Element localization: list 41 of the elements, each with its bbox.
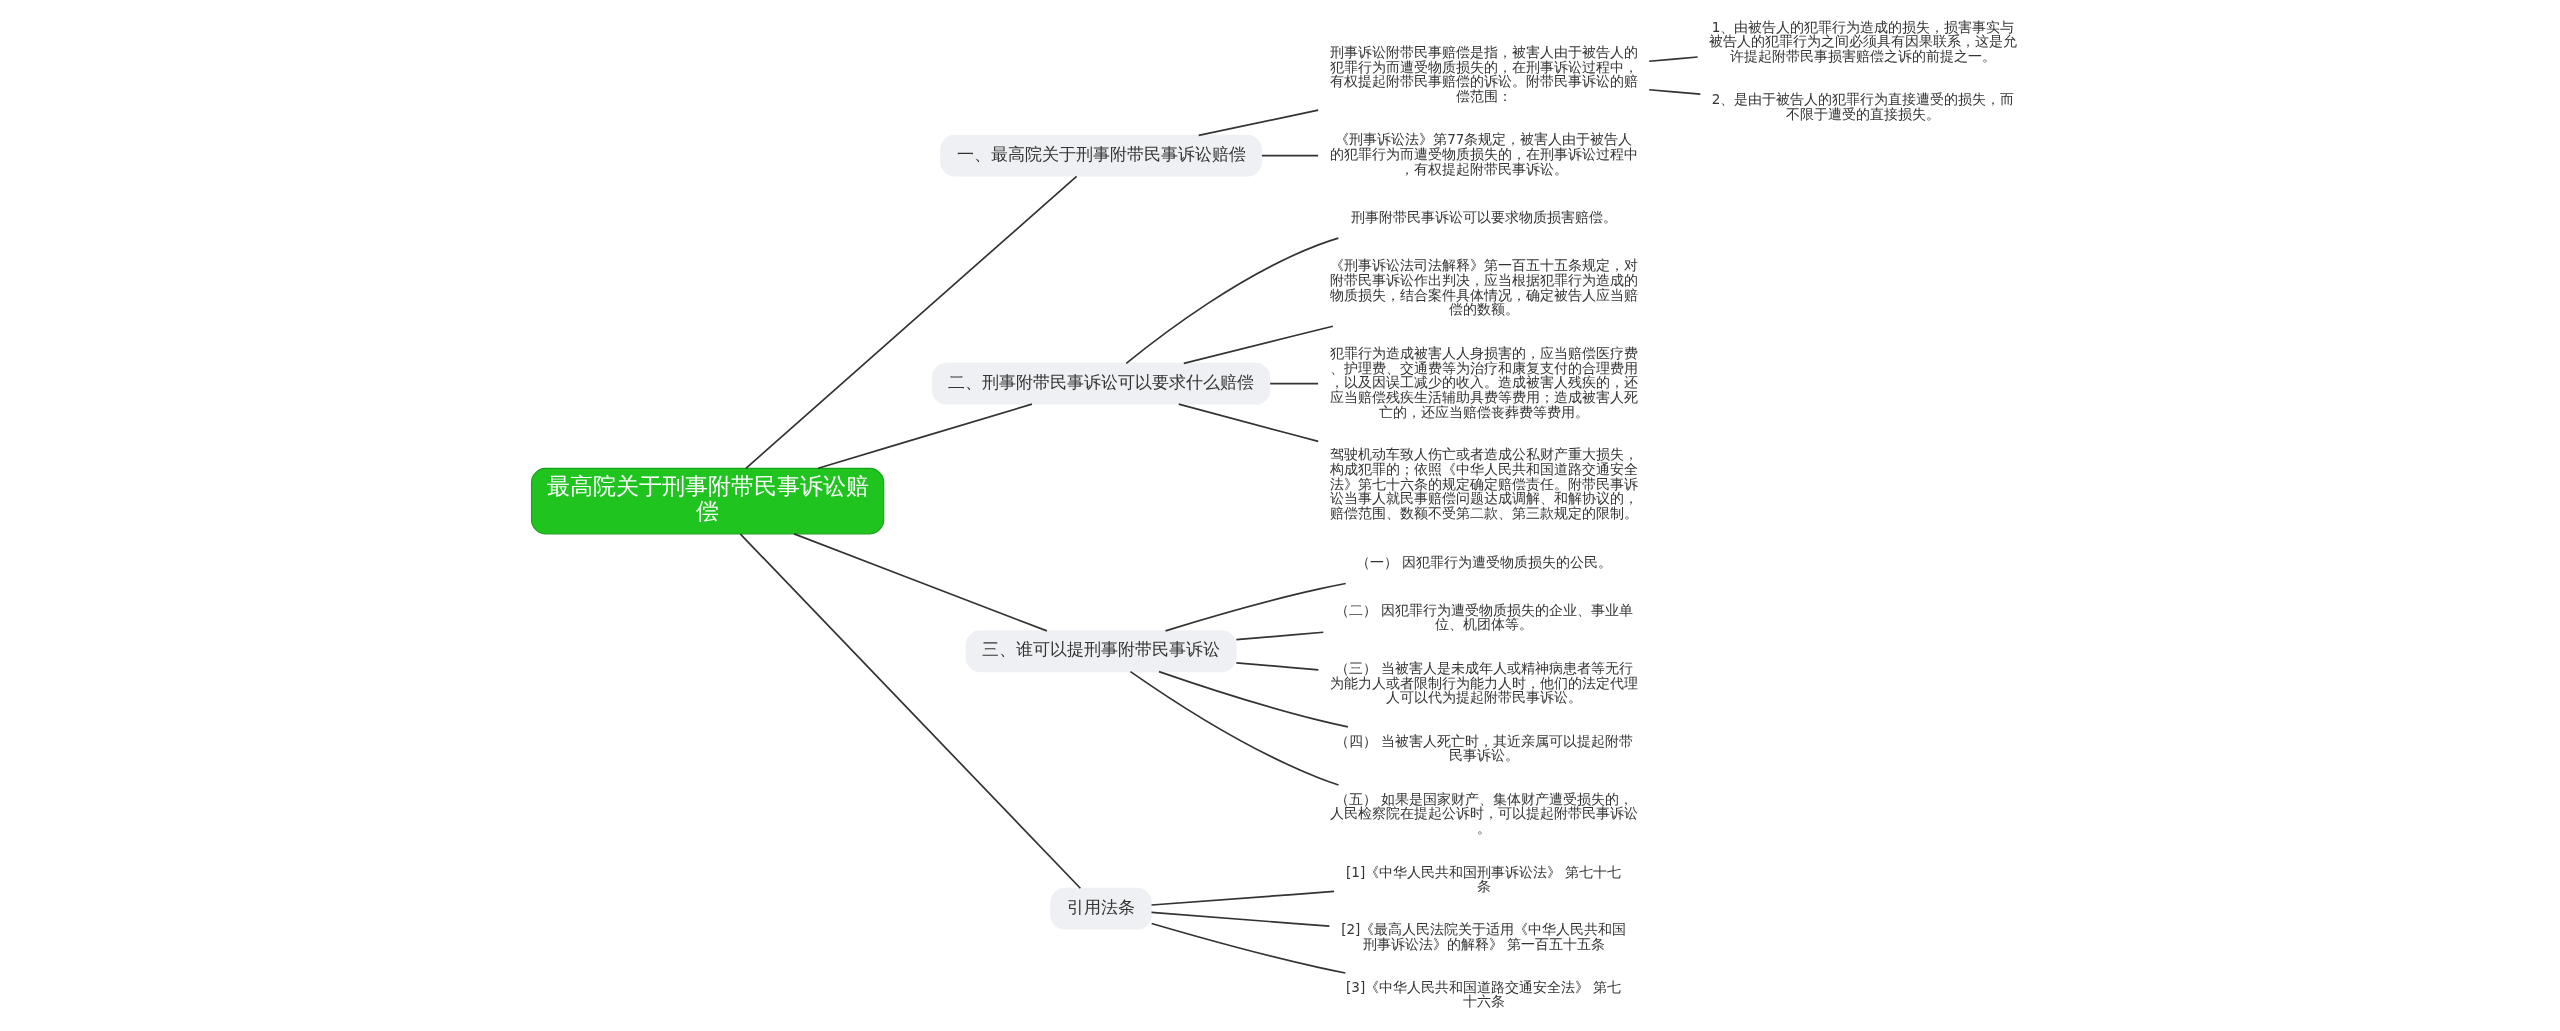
node-text: [2]《最高人民法院关于适用《中华人民共和国刑事诉讼法》的解释》 第一百五十五条 [1341,921,1627,952]
node-text: （四） 当被害人死亡时，其近亲属可以提起附带民事诉讼。 [1334,732,1633,764]
node-text: 刑事诉讼附带民事赔偿是指，被害人由于被告人的犯罪行为而遭受物质损失的，在刑事诉讼过程中，有权提起附带民事赔偿的诉讼。附带民事诉讼的赔偿范围： [1329,43,1638,105]
node-text: （三） 当被害人是未成年人或精神病患者等无行为能力人或者限制行为能力人时，他们的法定代理人可以代为提起附带民事诉讼。 [1329,659,1638,706]
connector [1158,670,1349,728]
connector [1235,661,1320,671]
node-text: （二） 因犯罪行为遭受物质损失的企业、事业单位、机团体等。 [1334,601,1633,633]
node-text: 《刑事诉讼法司法解释》第一百五十五条规定，对附带民事诉讼作出判决，应当根据犯罪行为造成的物质损失，结合案件具体情况，确定被告人应当赔偿的数额。 [1329,257,1638,318]
node-text: 犯罪行为造成被害人人身损害的，应当赔偿医疗费、护理费、交通费等为治疗和康复支付的合理费用，以及因误工减少的收入。造成被害人残疾的，还应当赔偿残疾生活辅助具费等费用；造成被害人死亡的，还应当赔偿丧葬费等费用。 [1329,344,1638,420]
connector [1648,56,1699,63]
node-text: [3]《中华人民共和国道路交通安全法》 第七十六条 [1346,978,1622,1010]
connector [739,533,1082,890]
connector [1150,890,1335,906]
node-text: （五） 如果是国家财产、集体财产遭受损失的，人民检察院在提起公诉时，可以提起附带民事诉讼。 [1329,790,1638,837]
node-text: 刑事附带民事诉讼可以要求物质损害赔偿。 [1350,209,1617,226]
node-text: 2、是由于被告人的犯罪行为直接遭受的损失，而不限于遭受的直接损失。 [1711,91,2015,123]
node-text: 驾驶机动车致人伤亡或者造成公私财产重大损失，构成犯罪的；依照《中华人民共和国道路交通安全法》第七十六条的规定确定赔偿责任。附带民事诉讼当事人就民事赔偿问题达成调解、和解协议的，赔偿范围、数额不受第二款、第三款规定的限制。 [1329,446,1638,522]
connector [1150,922,1347,974]
connector [817,403,1033,470]
node-text: 《刑事诉讼法》第77条规定，被害人由于被告人的犯罪行为而遭受物质损失的，在刑事诉讼过程中，有权提起附带民事诉讼。 [1329,131,1638,177]
node-box: 引用法条 [1050,887,1152,930]
node-text: [1]《中华人民共和国刑事诉讼法》 第七十七条 [1346,863,1622,895]
node-text: （一） 因犯罪行为遭受物质损失的公民。 [1355,553,1612,570]
connector [1177,403,1320,443]
connector [1164,582,1347,632]
node-box: 一、最高院关于刑事附带民事诉讼赔偿 [940,134,1262,177]
connector [1261,154,1319,157]
node-box: 三、谁可以提刑事附带民事诉讼 [965,630,1237,673]
node-box: 最高院关于刑事附带民事诉讼赔偿 [530,467,885,535]
connector [1125,237,1340,365]
node-box: 二、刑事附带民事诉讼可以要求什么赔偿 [931,362,1271,405]
connector [1269,382,1319,385]
connector [1182,325,1334,365]
connector [745,175,1078,470]
connector [1197,109,1320,137]
connector [793,533,1048,632]
node-text: 1、由被告人的犯罪行为造成的损失，损害事实与被告人的犯罪行为之间必须具有因果联系，这是允许提起附带民事损害赔偿之诉的前提之一。 [1709,18,2018,64]
connector [1648,88,1702,96]
connector [1129,670,1340,786]
connector [1150,911,1331,928]
connector [1235,631,1325,641]
